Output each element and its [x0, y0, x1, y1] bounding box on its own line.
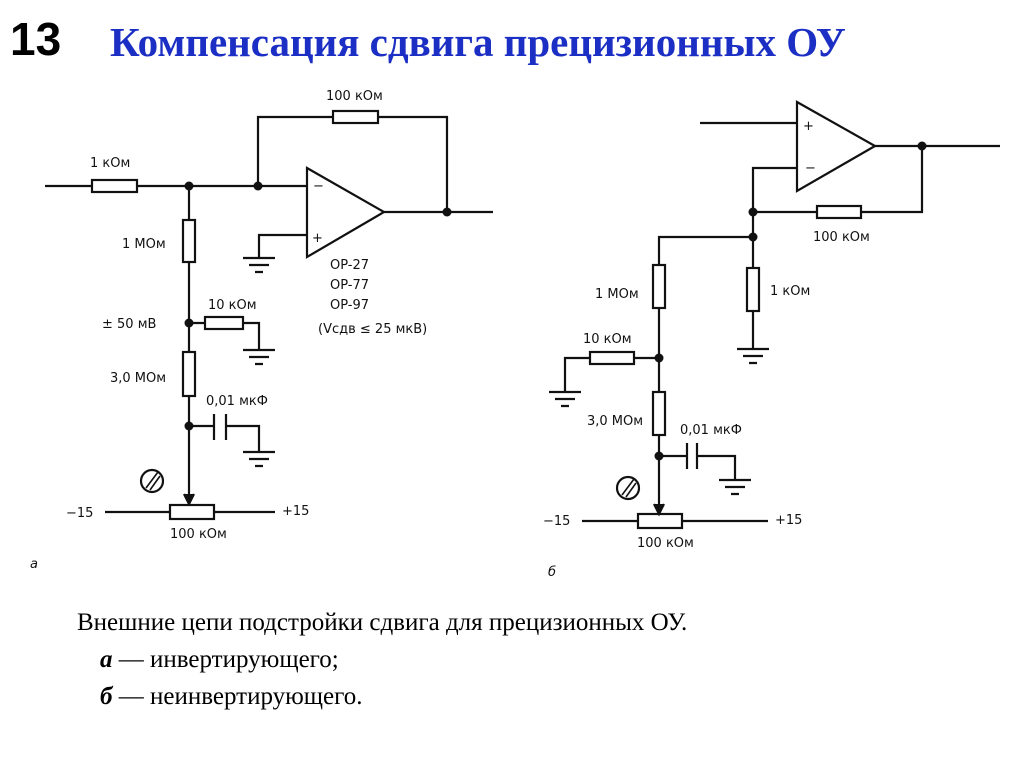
- label: ± 50 мВ: [102, 317, 156, 332]
- capacitor: [659, 443, 737, 480]
- label: −: [313, 179, 324, 194]
- caption-line: Внешние цепи подстройки сдвига для преци…: [77, 609, 688, 636]
- resistor-1k: [745, 266, 761, 313]
- caption: Внешние цепи подстройки сдвига для преци…: [77, 604, 687, 715]
- label: 1 МОм: [122, 237, 166, 252]
- labels-a: 1 кОм 100 кОм − + 1 МОм ± 50 мВ 10 кОм 3…: [30, 89, 427, 572]
- caption-text: — инвертирующего;: [112, 646, 339, 673]
- resistor-1m: [651, 263, 667, 310]
- caption-item-a: а — инвертирующего;: [77, 641, 687, 678]
- opamp-model: OP-27: [330, 258, 369, 273]
- ground-icon: [243, 450, 275, 468]
- label: 3,0 МОм: [110, 371, 166, 386]
- trim-screw-icon: [139, 468, 165, 494]
- resistor-1m: [181, 218, 197, 264]
- wiper-arrow-icon: [183, 493, 195, 507]
- junctions-b: [654, 141, 927, 461]
- label: 0,01 мкФ: [206, 394, 268, 409]
- wiper-arrow-icon: [653, 503, 665, 517]
- capacitor: [189, 414, 261, 452]
- ground-icon: [243, 256, 275, 274]
- trim-screw-icon: [615, 475, 641, 501]
- label: 10 кОм: [208, 298, 257, 313]
- label: 10 кОм: [583, 332, 632, 347]
- label: 3,0 МОм: [587, 414, 643, 429]
- label: 0,01 мкФ: [680, 423, 742, 438]
- label: −15: [543, 514, 570, 529]
- ground-icon: [243, 348, 275, 366]
- resistor-10k: [203, 315, 245, 331]
- circuit-label: б: [548, 565, 556, 580]
- slide-number: 13: [10, 13, 62, 65]
- label: 100 кОм: [813, 230, 870, 245]
- caption-item-b: б — неинвертирующего.: [77, 678, 687, 715]
- label: 1 кОм: [90, 156, 130, 171]
- ground-icon: [719, 478, 751, 496]
- resistor-100k-feedback: [331, 109, 380, 125]
- caption-text: — неинвертирующего.: [112, 683, 363, 710]
- ground-icon: [549, 390, 581, 408]
- label: +15: [282, 504, 309, 519]
- slide-title: Компенсация сдвига прецизионных ОУ: [110, 19, 846, 65]
- labels-b: + − 100 кОм 1 кОм 1 МОм 10 кОм 3,0 МОм 0…: [543, 119, 870, 580]
- wire-plus: [257, 233, 307, 257]
- wire-feedback: [751, 144, 1000, 214]
- label: 100 кОм: [326, 89, 383, 104]
- resistor-1k: [90, 178, 139, 194]
- offset-spec: (Vсдв ≤ 25 мкВ): [318, 322, 427, 337]
- label: +: [312, 231, 323, 246]
- resistor-3m: [181, 350, 197, 398]
- caption-letter: б: [100, 683, 113, 710]
- circuit-label: а: [30, 557, 38, 572]
- resistor-3m: [651, 390, 667, 437]
- resistor-100k-feedback: [815, 204, 863, 220]
- resistor-10k: [588, 350, 636, 366]
- circuit-a: [45, 109, 493, 521]
- opamp-model: OP-97: [330, 298, 369, 313]
- opamp-b: [795, 100, 878, 193]
- wire-feedback: [256, 115, 449, 212]
- caption-letter: а: [100, 646, 113, 673]
- label: 100 кОм: [637, 536, 694, 551]
- circuit-b: [549, 100, 1000, 530]
- label: +: [803, 119, 814, 134]
- label: −15: [66, 506, 93, 521]
- label: −: [805, 161, 816, 176]
- potentiometer: [636, 512, 684, 530]
- label: 1 МОм: [595, 287, 639, 302]
- label: 100 кОм: [170, 527, 227, 542]
- junctions-a: [184, 181, 452, 431]
- wire-divider: [657, 212, 755, 510]
- label: 1 кОм: [770, 284, 810, 299]
- label: +15: [775, 513, 802, 528]
- wire-10k: [189, 321, 261, 350]
- potentiometer: [168, 503, 216, 521]
- opamp-a: [305, 166, 387, 259]
- opamp-model: OP-77: [330, 278, 369, 293]
- ground-icon: [737, 347, 769, 365]
